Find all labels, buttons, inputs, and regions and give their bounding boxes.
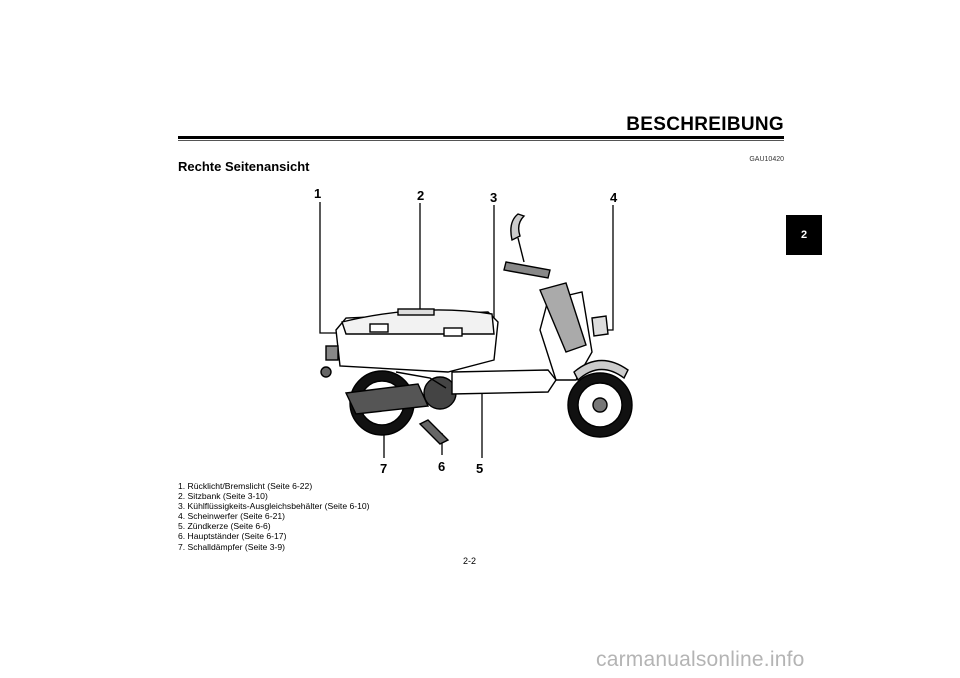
- page-number: 2-2: [463, 556, 477, 566]
- parts-list-item: 5. Zündkerze (Seite 6-6): [178, 521, 271, 532]
- tail-light: [325, 345, 339, 361]
- callout-2: 2: [417, 188, 425, 203]
- parts-list-item: 2. Sitzbank (Seite 3-10): [178, 491, 268, 502]
- leader-line-4: [604, 205, 614, 331]
- headlight: [591, 315, 609, 337]
- header-rule-thin: [178, 140, 784, 141]
- callout-5: 5: [476, 461, 484, 476]
- header-rule: [178, 136, 784, 139]
- parts-list-item: 1. Rücklicht/Bremslicht (Seite 6-22): [178, 481, 313, 491]
- front-fender: [573, 359, 629, 382]
- floorboard: [451, 369, 557, 395]
- chapter-heading: BESCHREIBUNG: [626, 114, 784, 135]
- parts-list: 1. Rücklicht/Bremslicht (Seite 6-22) 2. …: [178, 481, 370, 552]
- callout-7: 7: [380, 461, 388, 476]
- mirror: [510, 213, 526, 242]
- muffler: [344, 383, 430, 415]
- parts-list-item: 3. Kühlflüssigkeits-Ausgleichsbehälter (…: [178, 501, 370, 512]
- callout-3: 3: [490, 190, 498, 205]
- scooter-illustration: [319, 202, 633, 458]
- fork: [539, 282, 587, 353]
- document-code: GAU10420: [749, 156, 784, 163]
- callout-1: 1: [314, 186, 322, 201]
- callout-6: 6: [438, 459, 446, 474]
- callout-4: 4: [610, 190, 618, 205]
- handlebar: [503, 261, 551, 279]
- parts-list-item: 6. Hauptständer (Seite 6-17): [178, 531, 287, 542]
- main-stand: [418, 419, 450, 445]
- leader-line-1: [319, 202, 340, 334]
- engine-fan: [423, 376, 457, 410]
- parts-list-item: 7. Schalldämpfer (Seite 3-9): [178, 541, 285, 552]
- section-title: Rechte Seitenansicht: [178, 159, 310, 174]
- watermark: carmanualsonline.info: [596, 648, 805, 671]
- parts-list-item: 4. Scheinwerfer (Seite 6-21): [178, 511, 285, 522]
- chapter-tab: 2: [786, 215, 822, 255]
